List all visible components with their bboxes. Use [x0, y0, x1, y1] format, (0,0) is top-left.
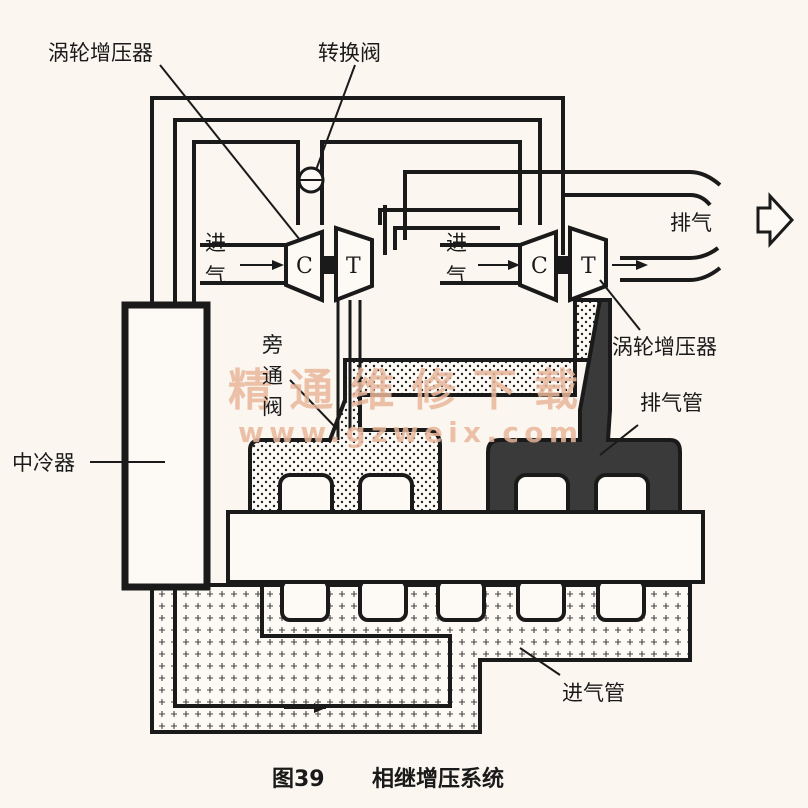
- label-bypass-1: 旁: [262, 333, 283, 357]
- intake-pipe-left: [200, 243, 290, 285]
- compressor-right: [518, 229, 558, 303]
- intake-manifold-inner: [173, 585, 452, 708]
- label-exhaust-manifold: 排气管: [640, 391, 703, 415]
- label-compressor-right: C: [531, 254, 548, 279]
- label-intake-left-1: 进: [205, 231, 226, 255]
- intercooler: [121, 301, 211, 591]
- label-intake-manifold: 进气管: [562, 681, 625, 705]
- shaft-right: [556, 256, 570, 274]
- label-intake-right-2: 气: [446, 264, 467, 288]
- label-compressor-left: C: [296, 254, 313, 279]
- label-turbine-left: T: [346, 254, 361, 279]
- label-turbo-left: 涡轮增压器: [48, 41, 153, 65]
- caption-title: 相继增压系统: [372, 766, 504, 792]
- compressor-left: [284, 229, 324, 303]
- caption-figure-number: 图39: [272, 767, 325, 792]
- label-bypass-3: 阀: [262, 395, 283, 419]
- label-turbine-right: T: [581, 254, 596, 279]
- flow-arrowhead: [314, 703, 326, 713]
- turbine-left: [334, 225, 374, 303]
- label-intake-left-2: 气: [205, 264, 226, 288]
- label-switch-valve: 转换阀: [318, 41, 381, 65]
- exhaust-outlet-arrow-icon: [756, 192, 795, 248]
- engine-block: [226, 510, 705, 584]
- label-intercooler: 中冷器: [12, 451, 75, 475]
- watermark-url: www.gzweix.com: [238, 416, 578, 449]
- shaft-left: [322, 256, 336, 274]
- label-intake-right-1: 进: [446, 231, 467, 255]
- exhaust-outlet-pipe: [383, 170, 722, 282]
- exhaust-manifold-right: [486, 298, 682, 514]
- bypass-pipe: [336, 300, 362, 440]
- exhaust-manifold-left: [248, 298, 602, 514]
- label-exhaust: 排气: [670, 211, 712, 235]
- label-turbo-right: 涡轮增压器: [612, 335, 717, 359]
- intake-pipe-right: [440, 243, 522, 285]
- leader-lines: [159, 64, 641, 676]
- label-bypass-2: 通: [262, 364, 283, 388]
